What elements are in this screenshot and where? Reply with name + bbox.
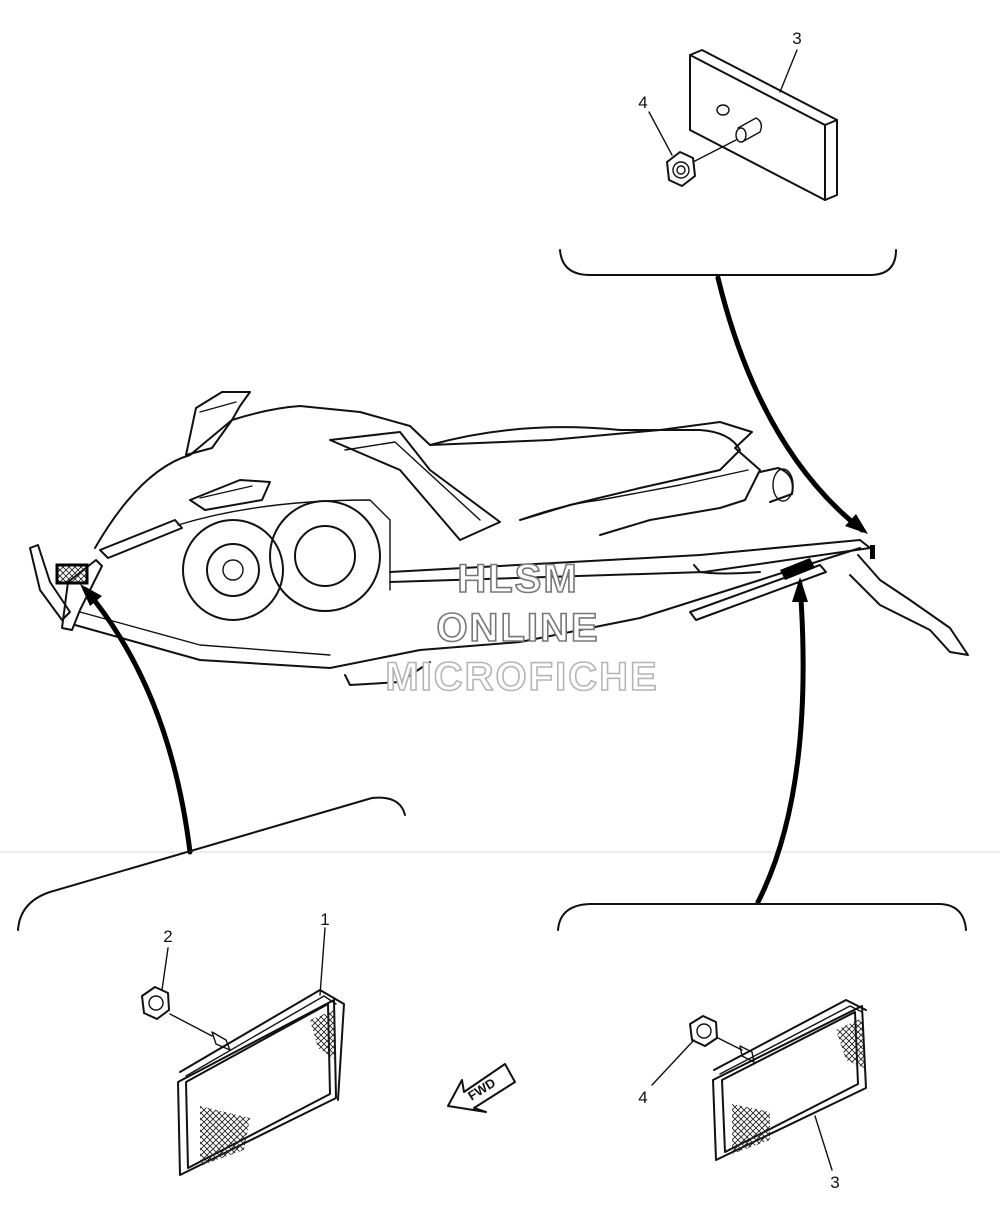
front-reflector-marker [55,563,89,585]
top-panel-leader-arrowhead [845,514,868,534]
watermark-line-1: HLSM [457,557,578,601]
top-panel-leader [715,275,865,533]
bottom-right-nut-label: 4 [638,1088,647,1107]
bottom-left-nut-label: 2 [163,927,172,946]
snow-flap [849,554,969,656]
bottom-left-leader-arrowhead [80,584,102,606]
hood [94,405,761,549]
top-panel-nut [666,151,696,187]
rear-side-reflector-nut [689,1015,718,1047]
bottom-left-reflector-label: 1 [320,910,329,929]
top-panel: 3 4 [559,29,897,276]
rear-side-reflector [712,999,867,1161]
watermark-line-3: MICROFICHE [385,655,658,699]
front-bumper [99,519,183,559]
watermark-line-2: ONLINE [436,606,599,650]
bottom-right-reflector-label: 3 [830,1173,839,1192]
fwd-arrow-icon [447,1063,516,1113]
rear-rail [389,539,871,583]
windshield [185,391,251,456]
fwd-label: FWD [465,1075,498,1103]
watermark: HLSM ONLINE MICROFICHE [385,556,658,700]
suspension-wheels [177,499,391,621]
bottom-right-leader [755,581,806,905]
bottom-left-leader [83,587,193,855]
snowmobile-outline [29,391,969,686]
front-ski [29,544,71,621]
front-reflector [177,989,345,1176]
bottom-left-panel: 2 1 [17,796,406,1176]
top-panel-ref-label: 3 [792,29,801,48]
top-panel-bracket [559,249,897,276]
bottom-left-bracket [17,796,406,931]
top-panel-nut-label: 4 [638,93,647,112]
bottom-right-leader-arrowhead [792,577,808,602]
side-panel [329,431,501,541]
rear-top-mount-marker [870,545,875,559]
bottom-right-bracket [557,903,967,931]
chassis [74,547,861,669]
front-vent [189,479,271,511]
forward-direction-arrow: FWD [447,1063,516,1113]
bottom-right-panel: 4 3 [557,903,967,1192]
rear-reflector-marker [780,558,815,580]
front-reflector-nut [141,986,170,1020]
side-reflector-plate [689,49,838,201]
seat [429,426,741,521]
